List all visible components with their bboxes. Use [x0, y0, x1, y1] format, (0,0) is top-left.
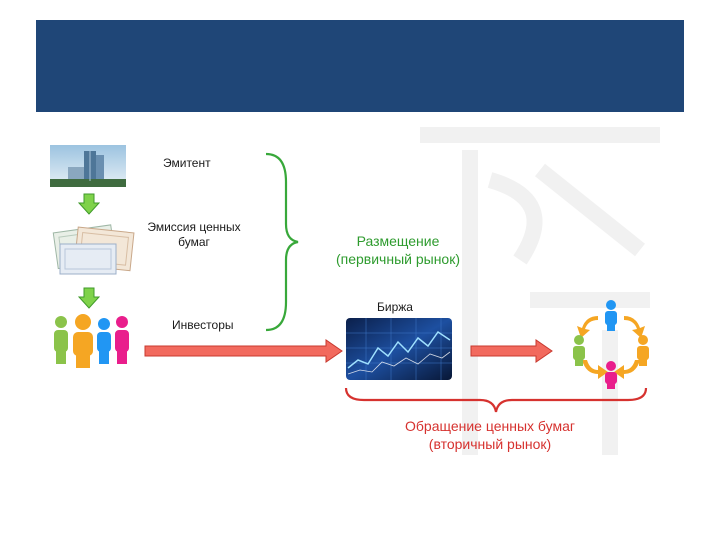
down-arrow-icon	[78, 287, 100, 309]
brace-icon	[265, 152, 299, 332]
certificates-icon	[52, 224, 135, 275]
down-arrow-icon	[78, 193, 100, 215]
right-arrow-icon	[144, 339, 343, 363]
emission-label: Эмиссия ценных бумаг	[147, 220, 241, 249]
placement-subtitle: (первичный рынок)	[335, 251, 461, 267]
circulation-title: Обращение ценных бумаг	[405, 418, 575, 434]
building-icon	[50, 145, 126, 187]
slide-header-bar	[36, 20, 684, 112]
placement-title: Размещение	[356, 233, 440, 249]
investors-icon	[54, 314, 129, 368]
circulation-cycle-icon	[573, 300, 649, 389]
circulation-subtitle: (вторичный рынок)	[428, 436, 552, 452]
right-arrow-icon	[470, 339, 553, 363]
exchange-label: Биржа	[377, 300, 413, 314]
investors-label: Инвесторы	[172, 318, 234, 332]
emitter-label: Эмитент	[163, 156, 211, 170]
exchange-chart-icon	[346, 318, 452, 380]
brace-icon	[344, 387, 648, 413]
